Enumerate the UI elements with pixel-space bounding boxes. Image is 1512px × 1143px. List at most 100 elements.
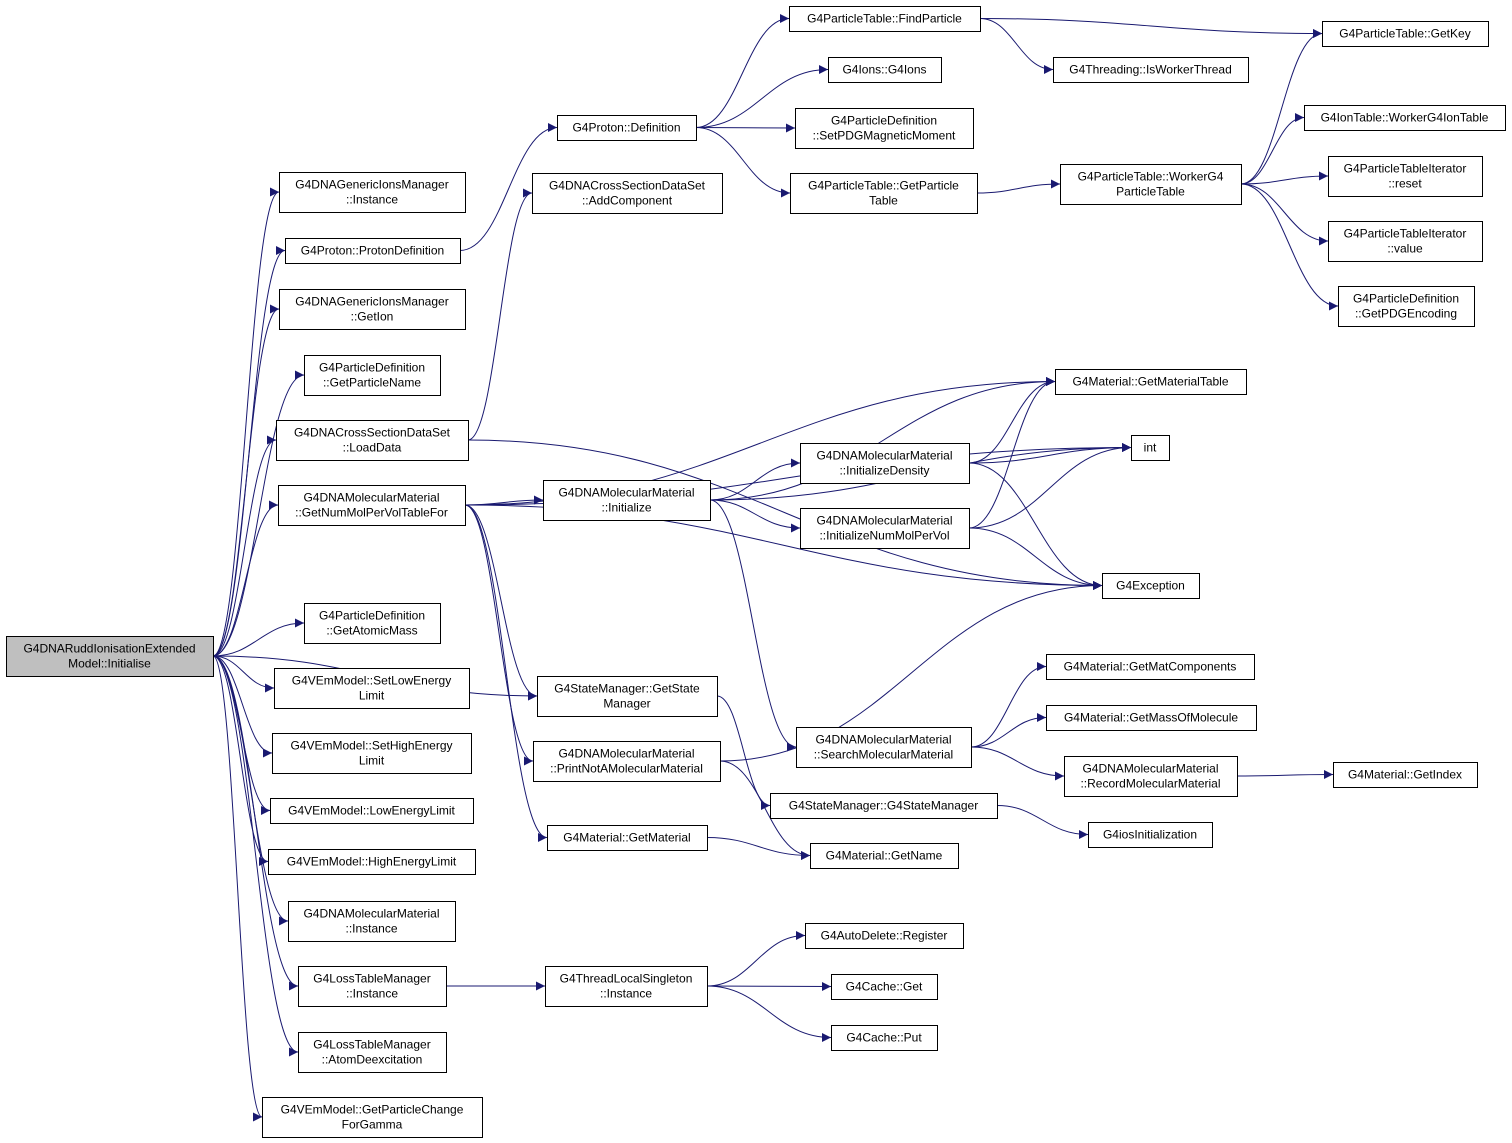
node-ios-init[interactable]: G4iosInitialization bbox=[1088, 822, 1213, 848]
node-box[interactable] bbox=[6, 636, 214, 677]
node-cs-loaddata[interactable]: G4DNACrossSectionDataSet::LoadData bbox=[276, 420, 469, 461]
node-mat-getmaterial[interactable]: G4Material::GetMaterial bbox=[547, 825, 708, 851]
node-box[interactable] bbox=[831, 1025, 938, 1051]
node-tls-instance[interactable]: G4ThreadLocalSingleton::Instance bbox=[545, 966, 708, 1007]
node-box[interactable] bbox=[278, 485, 466, 526]
node-box[interactable] bbox=[270, 798, 474, 824]
node-box[interactable] bbox=[828, 57, 942, 83]
node-pd-setpdg[interactable]: G4ParticleDefinition::SetPDGMagneticMome… bbox=[795, 108, 974, 149]
node-mm-getnummol[interactable]: G4DNAMolecularMaterial::GetNumMolPerVolT… bbox=[278, 485, 466, 526]
node-pd-atomicmass[interactable]: G4ParticleDefinition::GetAtomicMass bbox=[304, 603, 441, 644]
node-box[interactable] bbox=[1064, 756, 1238, 797]
node-sm-ctor[interactable]: G4StateManager::G4StateManager bbox=[770, 793, 998, 819]
node-proton-def[interactable]: G4Proton::ProtonDefinition bbox=[285, 238, 461, 264]
node-box[interactable] bbox=[285, 238, 461, 264]
node-box[interactable] bbox=[810, 843, 959, 869]
node-ltm-atomdeex[interactable]: G4LossTableManager::AtomDeexcitation bbox=[298, 1032, 447, 1073]
node-cache-get[interactable]: G4Cache::Get bbox=[831, 974, 938, 1000]
node-box[interactable] bbox=[1338, 286, 1475, 327]
node-cs-addcomp[interactable]: G4DNACrossSectionDataSet::AddComponent bbox=[532, 173, 723, 214]
node-box[interactable] bbox=[1055, 369, 1247, 395]
node-th-isworker[interactable]: G4Threading::IsWorkerThread bbox=[1053, 57, 1249, 83]
node-box[interactable] bbox=[1102, 573, 1200, 599]
node-box[interactable] bbox=[1046, 654, 1255, 680]
node-iontable-worker[interactable]: G4IonTable::WorkerG4IonTable bbox=[1304, 105, 1506, 131]
node-exception[interactable]: G4Exception bbox=[1102, 573, 1200, 599]
node-box[interactable] bbox=[831, 974, 938, 1000]
node-box[interactable] bbox=[274, 668, 470, 709]
node-int[interactable]: int bbox=[1131, 435, 1170, 461]
node-mat-gettable[interactable]: G4Material::GetMaterialTable bbox=[1055, 369, 1247, 395]
node-box[interactable] bbox=[796, 727, 972, 768]
node-cache-put[interactable]: G4Cache::Put bbox=[831, 1025, 938, 1051]
node-root[interactable]: G4DNARuddIonisationExtendedModel::Initia… bbox=[6, 636, 214, 677]
node-box[interactable] bbox=[1053, 57, 1249, 83]
node-box[interactable] bbox=[789, 6, 981, 32]
node-mm-instance[interactable]: G4DNAMolecularMaterial::Instance bbox=[288, 901, 456, 942]
node-pd-getname[interactable]: G4ParticleDefinition::GetParticleName bbox=[304, 355, 441, 396]
node-mat-getmatcomp[interactable]: G4Material::GetMatComponents bbox=[1046, 654, 1255, 680]
node-box[interactable] bbox=[288, 901, 456, 942]
node-pti-reset[interactable]: G4ParticleTableIterator::reset bbox=[1328, 156, 1483, 197]
node-box[interactable] bbox=[262, 1097, 483, 1138]
node-mm-record[interactable]: G4DNAMolecularMaterial::RecordMolecularM… bbox=[1064, 756, 1238, 797]
node-box[interactable] bbox=[1088, 822, 1213, 848]
node-ltm-instance[interactable]: G4LossTableManager::Instance bbox=[298, 966, 447, 1007]
node-box[interactable] bbox=[272, 733, 472, 774]
node-box[interactable] bbox=[770, 793, 998, 819]
node-proton-definition[interactable]: G4Proton::Definition bbox=[557, 115, 697, 141]
node-mm-initialize[interactable]: G4DNAMolecularMaterial::Initialize bbox=[543, 480, 711, 521]
node-box[interactable] bbox=[304, 355, 441, 396]
node-mm-initdensity[interactable]: G4DNAMolecularMaterial::InitializeDensit… bbox=[800, 443, 970, 484]
node-box[interactable] bbox=[276, 420, 469, 461]
node-box[interactable] bbox=[790, 173, 978, 214]
node-ions-g4ions[interactable]: G4Ions::G4Ions bbox=[828, 57, 942, 83]
node-box[interactable] bbox=[532, 173, 723, 214]
node-box[interactable] bbox=[1328, 221, 1483, 262]
node-pti-value[interactable]: G4ParticleTableIterator::value bbox=[1328, 221, 1483, 262]
node-box[interactable] bbox=[1304, 105, 1506, 131]
node-box[interactable] bbox=[1328, 156, 1483, 197]
node-mm-printnot[interactable]: G4DNAMolecularMaterial::PrintNotAMolecul… bbox=[533, 741, 721, 782]
node-box[interactable] bbox=[800, 508, 970, 549]
node-pt-getkey[interactable]: G4ParticleTable::GetKey bbox=[1322, 21, 1489, 47]
node-mm-search[interactable]: G4DNAMolecularMaterial::SearchMolecularM… bbox=[796, 727, 972, 768]
node-pd-getpdg[interactable]: G4ParticleDefinition::GetPDGEncoding bbox=[1338, 286, 1475, 327]
node-box[interactable] bbox=[1046, 705, 1257, 731]
node-gim-instance[interactable]: G4DNAGenericIonsManager::Instance bbox=[279, 172, 466, 213]
node-box[interactable] bbox=[547, 825, 708, 851]
node-box[interactable] bbox=[805, 923, 964, 949]
node-ad-register[interactable]: G4AutoDelete::Register bbox=[805, 923, 964, 949]
node-box[interactable] bbox=[279, 289, 466, 330]
node-box[interactable] bbox=[533, 741, 721, 782]
node-box[interactable] bbox=[545, 966, 708, 1007]
node-box[interactable] bbox=[1322, 21, 1489, 47]
node-em-lowlimit[interactable]: G4VEmModel::LowEnergyLimit bbox=[270, 798, 474, 824]
node-mat-getmassmol[interactable]: G4Material::GetMassOfMolecule bbox=[1046, 705, 1257, 731]
node-box[interactable] bbox=[557, 115, 697, 141]
node-gim-getion[interactable]: G4DNAGenericIonsManager::GetIon bbox=[279, 289, 466, 330]
node-box[interactable] bbox=[298, 966, 447, 1007]
node-em-highlimit[interactable]: G4VEmModel::HighEnergyLimit bbox=[268, 849, 476, 875]
node-box[interactable] bbox=[543, 480, 711, 521]
node-box[interactable] bbox=[279, 172, 466, 213]
node-box[interactable] bbox=[298, 1032, 447, 1073]
node-box[interactable] bbox=[1131, 435, 1170, 461]
node-box[interactable] bbox=[1333, 762, 1478, 788]
node-box[interactable] bbox=[800, 443, 970, 484]
node-mm-initnummol[interactable]: G4DNAMolecularMaterial::InitializeNumMol… bbox=[800, 508, 970, 549]
node-box[interactable] bbox=[537, 676, 718, 717]
node-box[interactable] bbox=[304, 603, 441, 644]
node-box[interactable] bbox=[268, 849, 476, 875]
node-mat-getindex[interactable]: G4Material::GetIndex bbox=[1333, 762, 1478, 788]
node-box[interactable] bbox=[1060, 164, 1242, 205]
node-mat-getname[interactable]: G4Material::GetName bbox=[810, 843, 959, 869]
node-box[interactable] bbox=[795, 108, 974, 149]
node-pt-find[interactable]: G4ParticleTable::FindParticle bbox=[789, 6, 981, 32]
